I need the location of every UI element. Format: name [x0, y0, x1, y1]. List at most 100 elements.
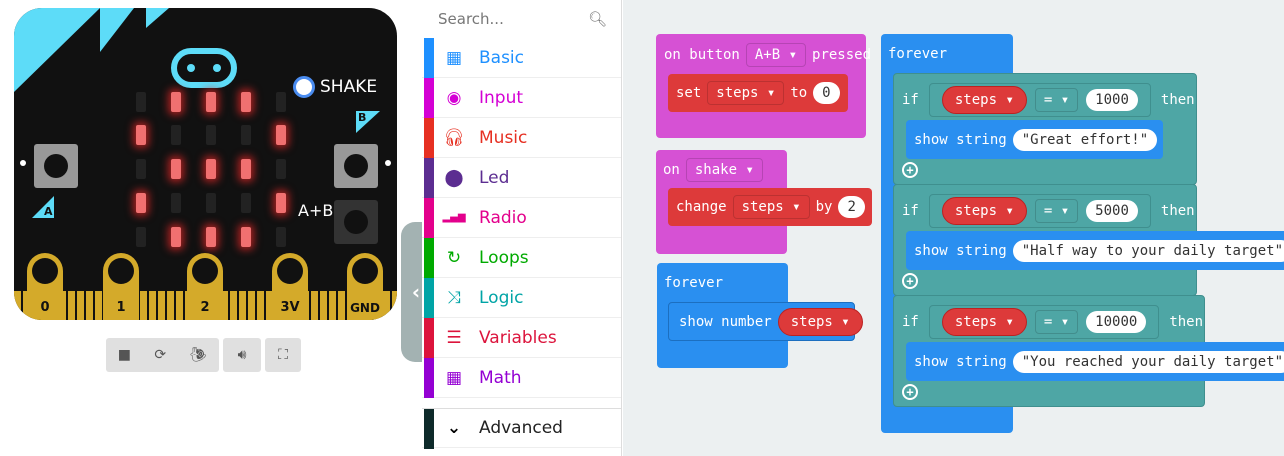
pin-gnd[interactable]: GND — [347, 253, 383, 320]
led — [206, 92, 216, 112]
shake-label: SHAKE — [320, 77, 378, 97]
variable-reporter[interactable]: steps ▾ — [941, 197, 1027, 225]
led — [171, 125, 181, 145]
block-text: show string — [914, 131, 1007, 148]
restart-icon[interactable]: ⟳ — [154, 347, 167, 363]
led — [241, 92, 251, 112]
toolbox-category-math[interactable]: ▦ Math — [422, 358, 621, 398]
block-text: by — [815, 199, 833, 215]
block-text: set — [676, 85, 702, 101]
pin-3v[interactable]: 3V — [272, 253, 308, 320]
add-else-icon[interactable]: + — [902, 384, 918, 400]
toolbox-category-advanced[interactable]: ⌄Advanced — [422, 408, 621, 449]
string-input[interactable]: "You reached your daily target" — [1012, 350, 1284, 373]
value-input[interactable]: 0 — [813, 82, 840, 104]
toolbox-category-music[interactable]: 🎧︎Music — [422, 118, 621, 158]
block-text: on — [663, 162, 680, 178]
fullscreen-icon[interactable]: ⛶ — [265, 338, 301, 372]
calculator-icon: ▦ — [445, 367, 463, 388]
category-label: Basic — [479, 47, 525, 68]
led — [241, 193, 251, 213]
add-else-icon[interactable]: + — [902, 273, 918, 289]
toolbox-category-logic[interactable]: ⤨Logic — [422, 278, 621, 318]
button-b[interactable] — [334, 144, 378, 188]
headphones-icon: 🎧︎ — [443, 127, 465, 148]
led — [206, 125, 216, 145]
slow-motion-icon[interactable]: 🐌︎ — [189, 347, 208, 363]
button-ab-label: A+B — [298, 201, 334, 220]
variable-reporter[interactable]: steps ▾ — [941, 308, 1027, 336]
variable-dropdown[interactable]: steps ▾ — [707, 81, 785, 105]
toolbox-category-loops[interactable]: ↻Loops — [422, 238, 621, 278]
pin-2[interactable]: 2 — [187, 253, 223, 320]
led — [241, 125, 251, 145]
value-input[interactable]: 1000 — [1086, 89, 1138, 111]
pin-0[interactable]: 0 — [27, 253, 63, 320]
list-icon: ☰ — [446, 327, 462, 348]
show-string-block[interactable]: show string"Half way to your daily targe… — [906, 231, 1284, 270]
block-text: then — [1160, 92, 1195, 108]
led — [206, 227, 216, 247]
category-label: Math — [479, 367, 522, 388]
operator-dropdown[interactable]: = ▾ — [1034, 88, 1079, 112]
sim-controls: ■ ⟳ 🐌︎ — [106, 338, 219, 372]
comparison-block[interactable]: steps ▾ = ▾ 5000 — [928, 194, 1151, 228]
add-else-icon[interactable]: + — [902, 162, 918, 178]
block-text: pressed — [812, 47, 872, 63]
variable-dropdown[interactable]: steps ▾ — [732, 195, 810, 219]
block-text: show number — [679, 313, 772, 330]
button-dropdown[interactable]: A+B ▾ — [745, 43, 807, 67]
shake-button[interactable] — [293, 76, 315, 98]
if-then-block[interactable]: if steps ▾ = ▾ 1000 then show string "Great e… — [893, 73, 1197, 185]
block-text: if — [902, 314, 919, 330]
string-input[interactable]: "Half way to your daily target" — [1012, 239, 1284, 262]
pin-label: 2 — [200, 300, 210, 315]
block-text: if — [902, 92, 919, 108]
sound-icon[interactable]: 🔊︎ — [223, 338, 261, 372]
toolbox-category-radio[interactable]: ▂▄▆Radio — [422, 198, 621, 238]
led — [136, 92, 146, 112]
stop-icon[interactable]: ■ — [117, 347, 131, 363]
value-input[interactable]: 5000 — [1086, 200, 1138, 222]
variable-reporter[interactable]: steps ▾ — [941, 86, 1027, 114]
show-number-block[interactable]: show number steps ▾ — [668, 302, 863, 341]
show-string-block[interactable]: show string "Great effort!" — [906, 120, 1164, 159]
comparison-block[interactable]: steps ▾ = ▾ 10000 — [928, 305, 1160, 339]
block-text: forever — [888, 46, 948, 62]
button-ab[interactable] — [334, 200, 378, 244]
operator-dropdown[interactable]: = ▾ — [1034, 310, 1079, 334]
search-input[interactable]: Search...🔍︎ — [422, 0, 621, 38]
led — [276, 159, 286, 179]
comparison-block[interactable]: steps ▾ = ▾ 1000 — [928, 83, 1151, 117]
pin-label: GND — [350, 301, 380, 315]
if-then-block[interactable]: if steps ▾ = ▾ 10000 then show string "You re… — [893, 295, 1284, 407]
value-input[interactable]: 10000 — [1086, 311, 1147, 333]
toolbox-category-led[interactable]: ⬤Led — [422, 158, 621, 198]
toolbox-category-basic[interactable]: ▦Basic — [422, 38, 621, 78]
block-text: then — [1169, 314, 1204, 330]
pin-label: 0 — [40, 300, 50, 315]
block-text: show string — [914, 353, 1007, 370]
gesture-dropdown[interactable]: shake ▾ — [685, 158, 763, 182]
variable-reporter[interactable]: steps ▾ — [777, 307, 863, 336]
led — [276, 227, 286, 247]
pin-1[interactable]: 1 — [103, 253, 139, 320]
string-input[interactable]: "Great effort!" — [1012, 128, 1158, 151]
button-a[interactable] — [34, 144, 78, 188]
value-input[interactable]: 2 — [838, 196, 865, 218]
toolbox-category-input[interactable]: ◉Input — [422, 78, 621, 118]
led — [241, 227, 251, 247]
category-label: Led — [479, 167, 510, 188]
show-string-block[interactable]: show string "You reached your daily targe… — [906, 342, 1284, 381]
block-text: then — [1160, 203, 1195, 219]
toolbox-category-variables[interactable]: ☰Variables — [422, 318, 621, 358]
refresh-icon: ↻ — [446, 247, 462, 268]
operator-dropdown[interactable]: = ▾ — [1034, 199, 1079, 223]
